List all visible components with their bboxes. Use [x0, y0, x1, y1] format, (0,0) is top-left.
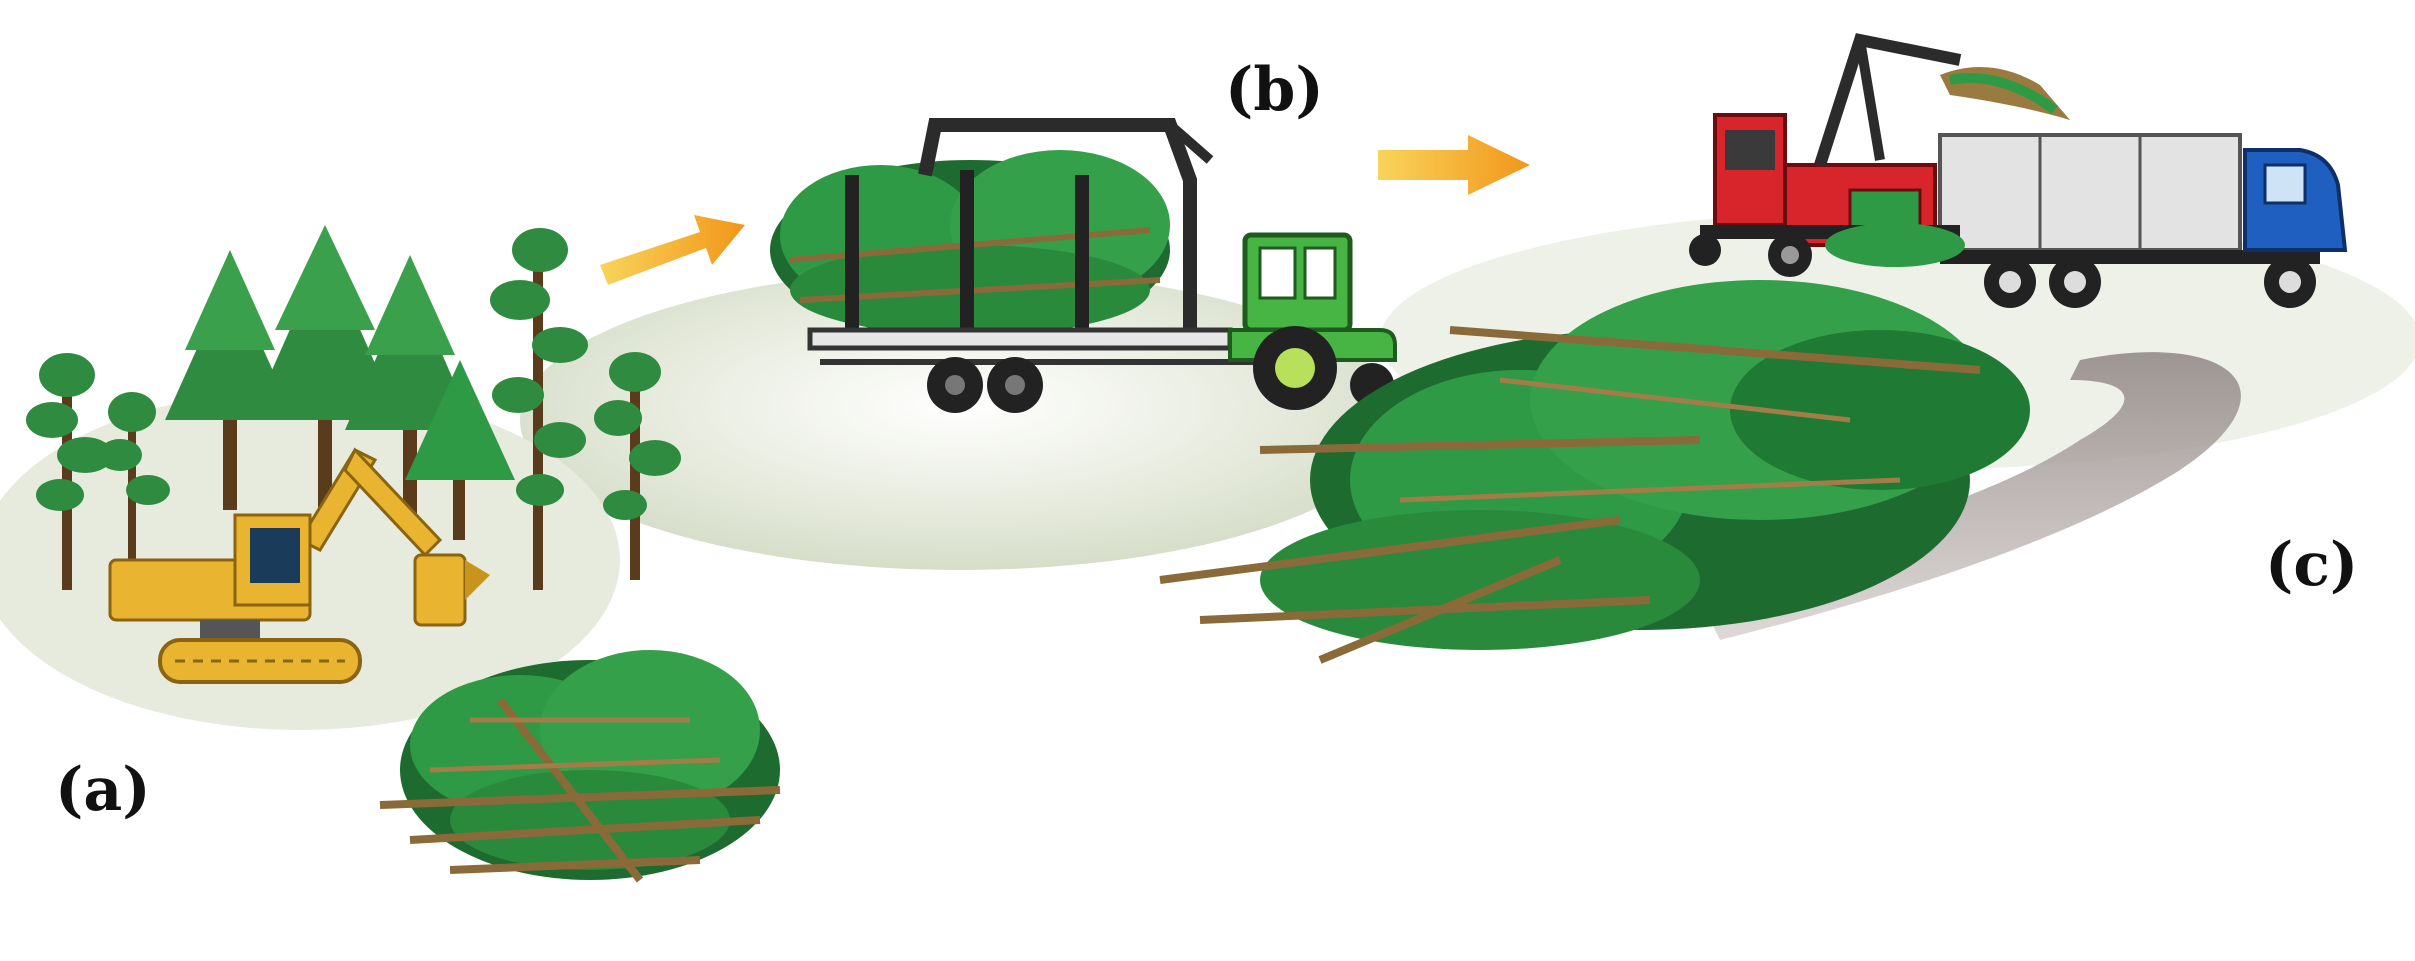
forwarder-tractor-icon: [770, 118, 1397, 413]
conifer-tree-icon: [250, 225, 400, 520]
harvester-icon: [108, 447, 490, 684]
slash-pile: [1159, 280, 2030, 664]
conifer-tree-icon: [165, 250, 295, 510]
slash-pile: [379, 650, 781, 883]
chipper-truck-icon: [1689, 33, 2348, 308]
stage-label-c: (c): [2265, 530, 2359, 600]
pine-tree-icon: [490, 228, 588, 590]
pine-tree-icon: [98, 392, 170, 560]
forest: [26, 225, 681, 590]
conifer-tree-icon: [405, 360, 515, 540]
stage-label-b: (b): [1225, 55, 1324, 125]
stage-label-a: (a): [55, 755, 151, 825]
conifer-tree-icon: [345, 255, 475, 520]
pine-tree-icon: [26, 353, 113, 590]
arrow-icon: [1378, 135, 1530, 195]
arrow-icon: [600, 215, 745, 285]
pine-tree-icon: [594, 352, 681, 580]
